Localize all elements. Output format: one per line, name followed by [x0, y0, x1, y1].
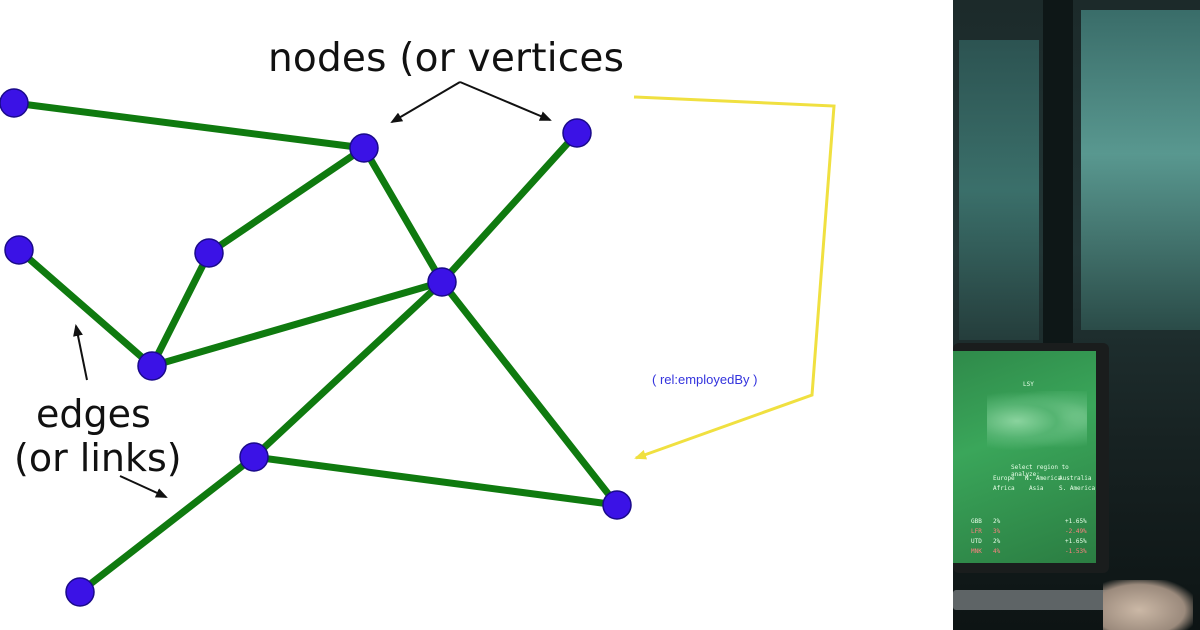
node — [65, 577, 95, 607]
edge — [250, 453, 621, 509]
ticker-code: GBB — [971, 518, 982, 525]
edge — [10, 99, 368, 152]
screen-region: Europe — [993, 475, 1015, 482]
edge — [438, 278, 621, 509]
edge — [76, 453, 258, 596]
screen-region: S. America — [1059, 485, 1096, 492]
background-window — [959, 40, 1039, 340]
node — [194, 238, 224, 268]
edges-label: edges (or links) — [14, 392, 182, 480]
nodes-arrow-left — [390, 81, 461, 124]
screen-region: N. America — [1025, 475, 1062, 482]
node — [0, 88, 29, 118]
edges-group — [10, 99, 621, 596]
laptop-screen: LSY Select region to analyze: Europe N. … — [953, 351, 1096, 563]
edge — [360, 144, 446, 286]
screen-panel-title: LSY — [1023, 381, 1034, 388]
screen-select-prompt: Select region to analyze: — [1011, 464, 1069, 478]
edges-label-line1: edges — [36, 392, 151, 436]
edges-arrow-down — [119, 475, 168, 498]
ticker-code: MNK — [971, 548, 982, 555]
edges-label-line2: (or links) — [14, 436, 182, 480]
node — [4, 235, 34, 265]
screen-region: Australia — [1059, 475, 1092, 482]
node — [239, 442, 269, 472]
ticker-pct: 2% — [993, 538, 1001, 545]
background-window — [1081, 10, 1200, 330]
laptop: LSY Select region to analyze: Europe N. … — [953, 343, 1109, 573]
ticker-pct: 3% — [993, 528, 1001, 535]
node — [427, 267, 457, 297]
nodes-group — [0, 88, 632, 607]
edge — [148, 249, 213, 370]
edges-arrow-up — [73, 324, 88, 381]
ticker-code: LFR — [971, 528, 982, 535]
edge — [15, 246, 156, 370]
relation-arrow — [633, 95, 836, 460]
ticker-pct: 2% — [993, 518, 1001, 525]
laptop-keyboard — [953, 590, 1113, 610]
ticker-pct: 4% — [993, 548, 1001, 555]
relation-label: ( rel:employedBy ) — [652, 372, 758, 387]
edge — [438, 129, 581, 286]
laptop-photo: LSY Select region to analyze: Europe N. … — [953, 0, 1200, 630]
ticker-code: UTD — [971, 538, 982, 545]
ticker-change: +1.65% — [1065, 538, 1087, 545]
ticker-change: -1.53% — [1065, 548, 1087, 555]
node — [137, 351, 167, 381]
edge — [205, 144, 368, 257]
edge — [250, 278, 446, 461]
nodes-arrow-right — [459, 81, 552, 121]
annotation-arrows — [73, 81, 552, 498]
screen-region: Asia — [1029, 485, 1044, 492]
edge — [148, 278, 446, 370]
nodes-label: nodes (or vertices — [268, 36, 625, 81]
window-frame — [1043, 0, 1073, 360]
network-graph-diagram — [0, 81, 836, 607]
node — [349, 133, 379, 163]
ticker-change: -2.49% — [1065, 528, 1087, 535]
node — [602, 490, 632, 520]
world-map-icon — [987, 391, 1087, 451]
node — [562, 118, 592, 148]
hand — [1103, 580, 1193, 630]
screen-region: Africa — [993, 485, 1015, 492]
ticker-change: +1.65% — [1065, 518, 1087, 525]
